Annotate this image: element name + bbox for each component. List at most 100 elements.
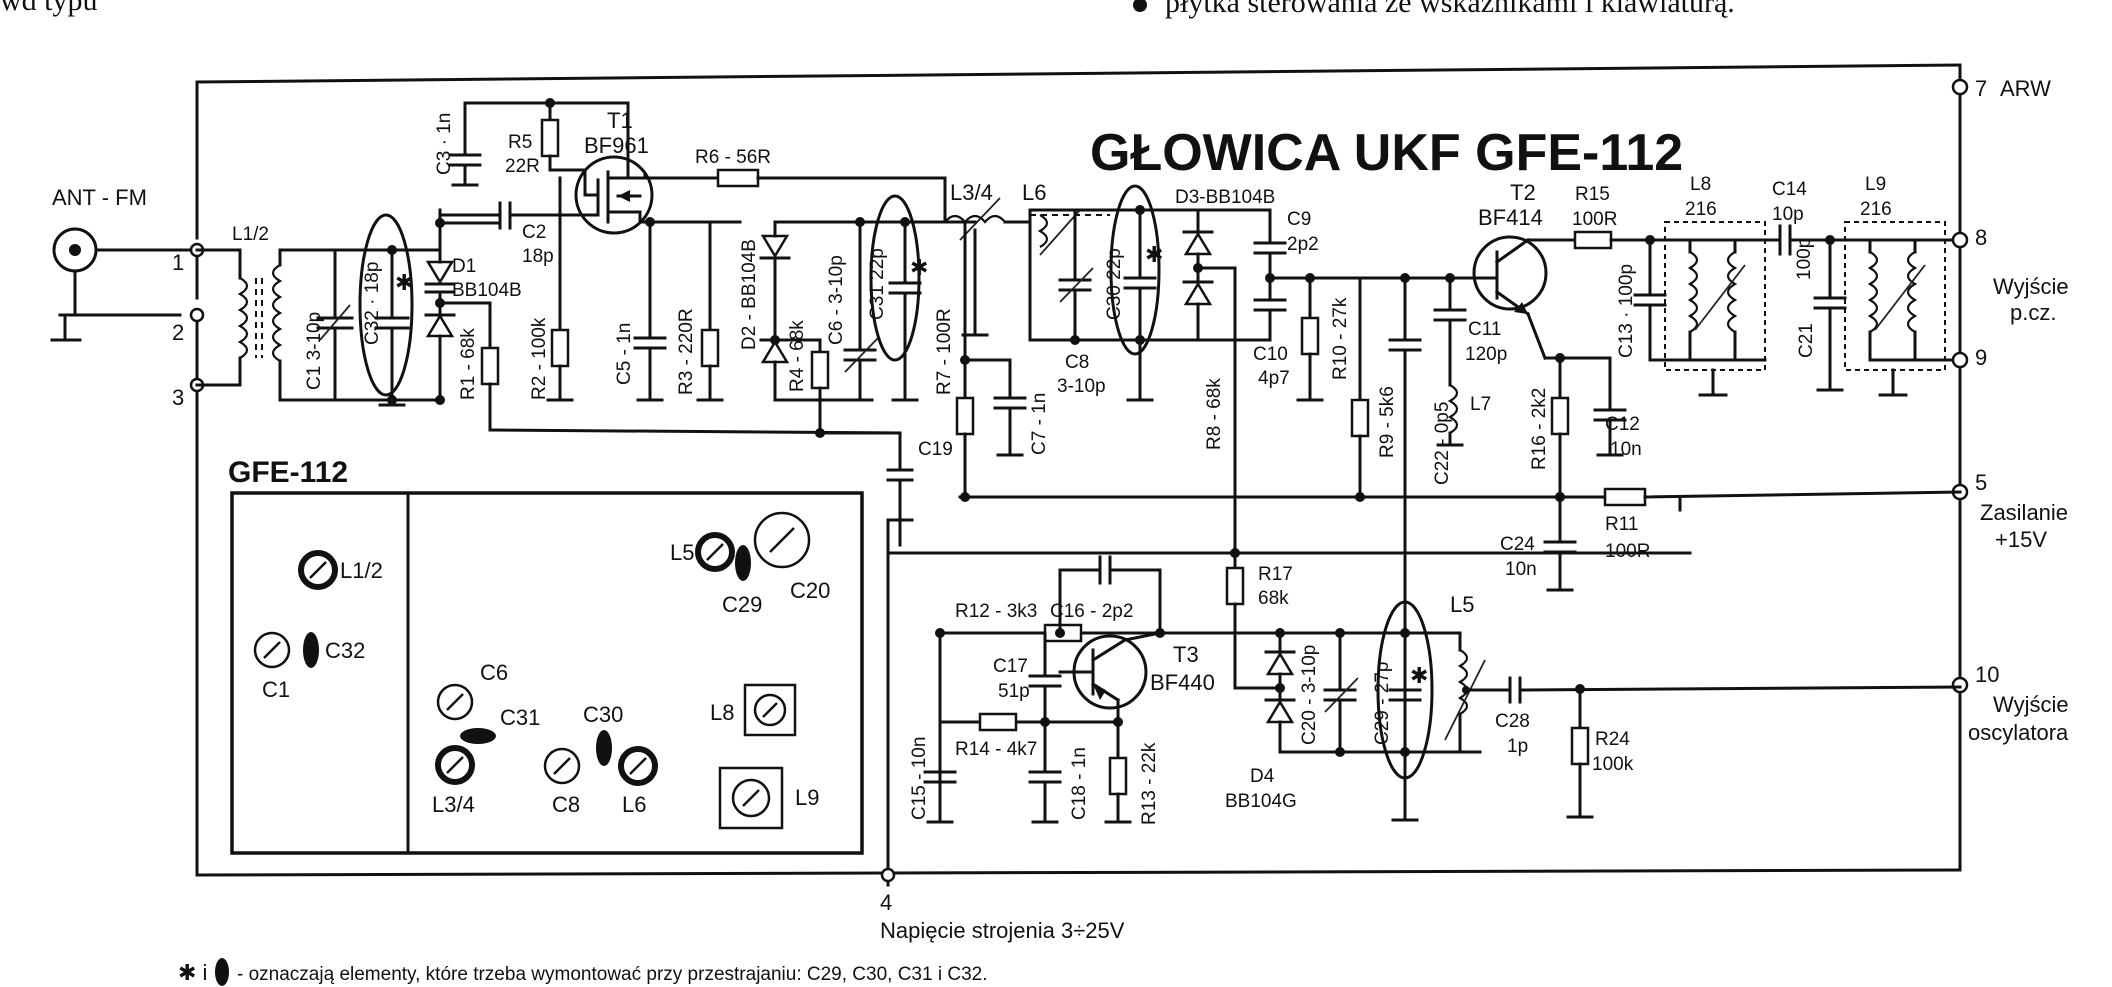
C9-value: 2p2 (1287, 234, 1319, 255)
resistor-R4: R4 - 68k (787, 320, 830, 438)
D3-label: D3-BB104B (1175, 187, 1275, 208)
capacitor-C19: C19 (886, 431, 953, 522)
footnote: ✱ i - oznaczają elementy, które trzeba w… (178, 958, 987, 986)
C9-label: C9 (1287, 209, 1311, 230)
layout-L8-label: L8 (710, 700, 734, 725)
enclosure-frame (195, 63, 1962, 877)
D2-label: D2 - BB104B (739, 239, 760, 350)
transformer-L9: L9 216 (1844, 174, 1946, 397)
C3-label: C3 · 1n (434, 113, 455, 175)
C24-label: C24 (1500, 534, 1535, 555)
inductor-L7: L7 (1436, 384, 1491, 447)
R13-label: R13 - 22k (1139, 742, 1160, 825)
R5-value: 22R (505, 156, 540, 177)
T3-label: T3 (1173, 642, 1199, 667)
capacitor-C10: C10 4p7 (1253, 298, 1290, 389)
diode-D2: D2 - BB104B (739, 234, 822, 402)
diagram-title: GŁOWICA UKF GFE-112 (1090, 124, 1683, 182)
C10-label: C10 (1253, 344, 1288, 365)
R14-label: R14 - 4k7 (955, 739, 1037, 760)
supply-label-1: Zasilanie (1980, 500, 2068, 525)
C21-label: C21 (1796, 323, 1817, 358)
L8-value: 216 (1685, 199, 1717, 220)
footnote-text: - oznaczają elementy, które trzeba wymon… (237, 964, 987, 985)
capacitor-C32: ✱ C32 · 18p (358, 213, 414, 405)
D4-label: D4 (1250, 766, 1275, 787)
C20-label: C20 - 3-10p (1299, 645, 1320, 745)
R17-value: 68k (1258, 588, 1289, 609)
osc-output-label-2: oscylatora (1968, 720, 2069, 745)
diode-D4: D4 BB104G (1225, 626, 1297, 812)
R8-label: R8 - 68k (1204, 378, 1225, 450)
layout-C6-label: C6 (480, 660, 508, 685)
capacitor-C24: C24 10n (1500, 495, 1577, 592)
inductor-L5: L5 (1444, 592, 1512, 754)
capacitor-C8: C8 3-10p (1057, 208, 1106, 397)
tuning-voltage-label: Napięcie strojenia 3÷25V (880, 918, 1125, 943)
T1-type: BF961 (584, 133, 649, 158)
C19-label: C19 (918, 439, 953, 460)
layout-L5-label: L5 (670, 540, 694, 565)
C13-label: C13 · 100p (1616, 264, 1637, 358)
layout-L34-label: L3/4 (432, 792, 475, 817)
C24-value: 10n (1505, 559, 1537, 580)
antenna-label: ANT - FM (52, 185, 147, 210)
capacitor-C5: C5 - 1n (614, 220, 667, 402)
pin-2-label: 2 (172, 320, 184, 345)
R9-label: R9 - 5k6 (1377, 386, 1398, 458)
R11-label: R11 (1605, 514, 1638, 535)
layout-C29-label: C29 (722, 592, 762, 617)
layout-C8-label: C8 (552, 792, 580, 817)
header-left-fragment: wd typu (0, 0, 98, 17)
layout-C1-label: C1 (262, 677, 290, 702)
R15-label: R15 (1575, 184, 1610, 205)
D1-value: BB104B (452, 280, 522, 301)
layout-box-title: GFE-112 (228, 456, 348, 489)
resistor-R5: R5 22R (505, 98, 587, 177)
capacitor-C15: C15 - 10n (909, 720, 957, 824)
transformer-L8: L8 216 (1664, 174, 1766, 397)
resistor-R2: R2 - 100k (529, 176, 574, 402)
R15-value: 100R (1572, 209, 1617, 230)
R3-label: R3 - 220R (676, 308, 697, 395)
C30-label: C30 22p (1104, 248, 1125, 320)
layout-C32-label: C32 (325, 638, 365, 663)
resistor-R16: R16 - 2k2 (1529, 356, 1570, 502)
C14-label: C14 (1772, 179, 1807, 200)
R7-label: R7 - 100R (934, 308, 955, 395)
capacitor-C3: C3 · 1n (434, 101, 552, 187)
C5-label: C5 - 1n (614, 323, 635, 385)
transistor-T1: T1 BF961 (563, 101, 662, 235)
header-right-fragment: płytka sterowania ze wskaźnikami i klawi… (1165, 0, 1735, 19)
osc-output-label-1: Wyjście (1993, 692, 2069, 717)
capacitor-C31: ✱ C31 22p (867, 194, 928, 402)
R24-label: R24 (1595, 729, 1630, 750)
capacitor-C2: C2 18p (438, 201, 567, 267)
C29-star: ✱ (1410, 663, 1428, 688)
layout-C30-label: C30 (583, 702, 623, 727)
C15-label: C15 - 10n (909, 737, 930, 820)
C32-star: ✱ (395, 270, 413, 295)
resistor-R8: R8 - 68k (1204, 266, 1237, 552)
pin-10-label: 10 (1975, 662, 1999, 687)
L8-label: L8 (1690, 174, 1711, 195)
C12-label: C12 (1605, 414, 1640, 435)
C28-value: 1p (1507, 736, 1528, 757)
layout-C31-label: C31 (500, 705, 540, 730)
C17-value: 51p (998, 681, 1030, 702)
resistor-R9: R9 - 5k6 (1350, 276, 1398, 502)
L12-label: L1/2 (232, 224, 269, 245)
resistor-R6: R6 - 56R (626, 147, 947, 188)
C21-value: 100p (1794, 238, 1815, 280)
capacitor-C28: C28 1p (1495, 676, 1962, 757)
capacitor-C22: C22 - 0p5 (1388, 276, 1453, 822)
pin-1-label: 1 (172, 250, 184, 275)
capacitor-C20: C20 - 3-10p (1299, 631, 1359, 754)
R12-label: R12 - 3k3 (955, 601, 1037, 622)
capacitor-C13: C13 · 100p (1616, 238, 1712, 362)
D4-value: BB104G (1225, 791, 1297, 812)
L9-label: L9 (1865, 174, 1886, 195)
layout-C20-label: C20 (790, 578, 830, 603)
pin-8-label: 8 (1975, 225, 1987, 250)
layout-box: GFE-112 L1/2 C1 C32 L5 C29 C20 C6 C31 L3… (228, 456, 864, 855)
